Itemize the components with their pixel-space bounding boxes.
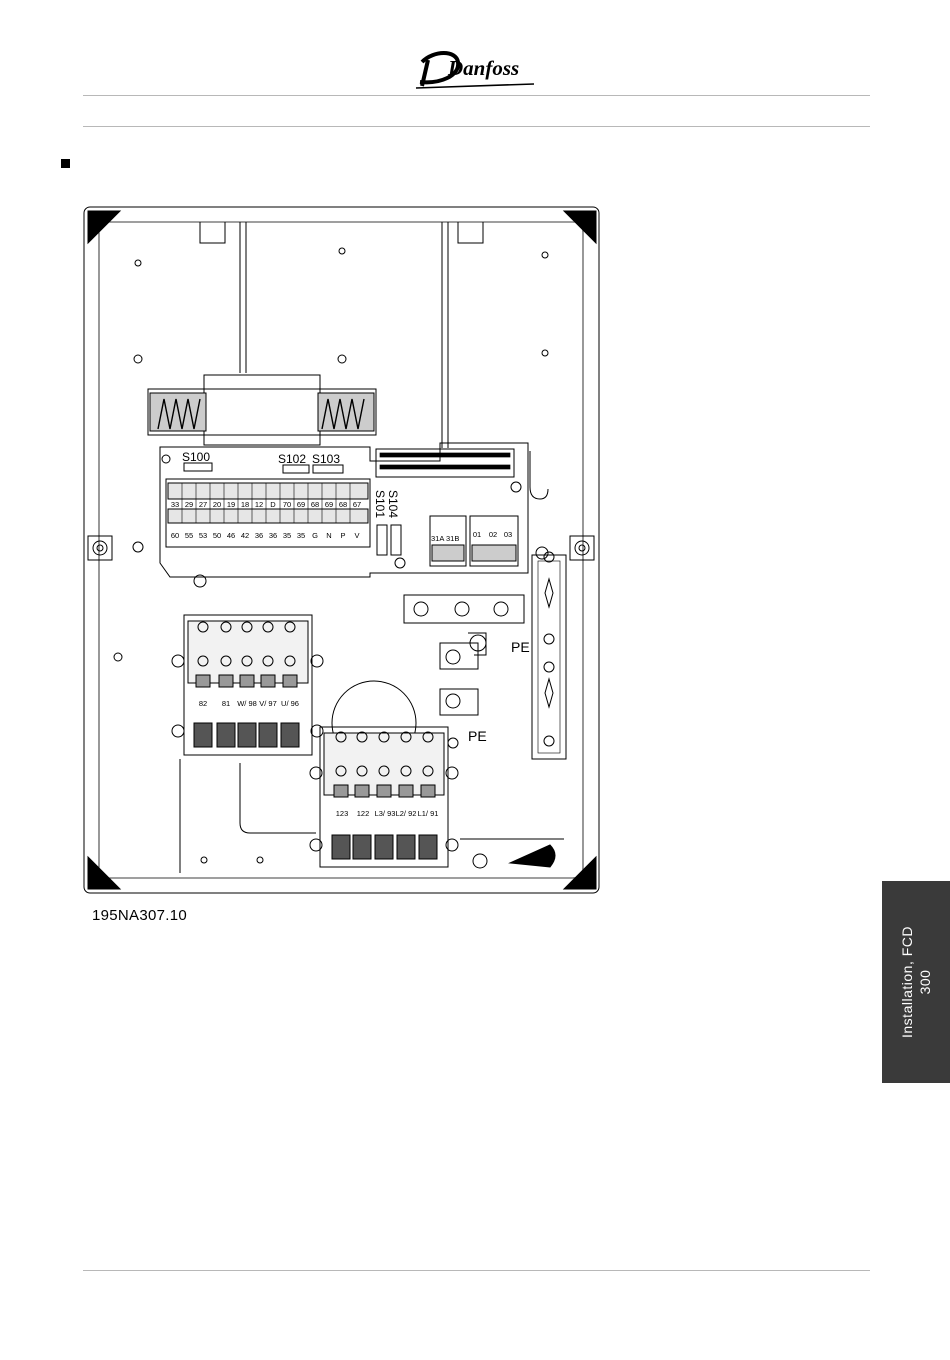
control-terminal-label: 70 — [283, 500, 291, 509]
control-terminal-label: 67 — [353, 500, 361, 509]
chapter-side-tab[interactable]: Installation, FCD 300 — [882, 881, 950, 1083]
control-terminal-label: 55 — [185, 531, 193, 540]
motor-terminal-label: 81 — [222, 699, 230, 708]
control-terminal-label: 60 — [171, 531, 179, 540]
control-terminal-label: 20 — [213, 500, 221, 509]
control-terminal-label: P — [340, 531, 345, 540]
control-terminal-label: 35 — [283, 531, 291, 540]
control-terminal-label: D — [270, 500, 276, 509]
relay-label: 01 — [473, 530, 481, 539]
control-terminal-label: 53 — [199, 531, 207, 540]
control-terminal-label: 18 — [241, 500, 249, 509]
switch-label-s101: S101 — [373, 490, 387, 518]
motor-terminal-label: W/ 98 — [237, 699, 257, 708]
mains-terminal-label: 123 — [336, 809, 349, 818]
switch-label-s100: S100 — [182, 450, 210, 464]
control-terminal-label: 68 — [339, 500, 347, 509]
terminal-layout-drawing: S100 S102 S103 S104 S101 33 29 27 20 19 … — [80, 203, 604, 897]
relay-label: 03 — [504, 530, 512, 539]
mains-terminal-label: L1/ 91 — [418, 809, 439, 818]
pe-label: PE — [468, 728, 487, 744]
control-terminal-label: N — [326, 531, 331, 540]
motor-terminal-label: V/ 97 — [259, 699, 277, 708]
control-terminal-label: 36 — [269, 531, 277, 540]
switch-label-s103: S103 — [312, 452, 340, 466]
section-bullet-icon — [61, 159, 70, 168]
control-terminal-label: 29 — [185, 500, 193, 509]
control-terminal-label: G — [312, 531, 318, 540]
control-terminal-label: 69 — [325, 500, 333, 509]
mains-terminal-label: L3/ 93 — [375, 809, 396, 818]
drawing-code: 195NA307.10 — [92, 907, 187, 924]
relay-label-31a-31b: 31A 31B — [431, 534, 459, 543]
header-rule-top — [83, 95, 870, 96]
brand-text: Danfoss — [447, 56, 519, 80]
control-terminal-label: 33 — [171, 500, 179, 509]
motor-terminal-label: U/ 96 — [281, 699, 299, 708]
control-terminal-label: 36 — [255, 531, 263, 540]
control-terminal-label: V — [354, 531, 359, 540]
danfoss-logo: Danfoss — [412, 42, 538, 92]
control-terminal-label: 68 — [311, 500, 319, 509]
side-tab-label: Installation, FCD 300 — [898, 926, 934, 1038]
control-terminal-label: 50 — [213, 531, 221, 540]
mains-terminal-label: 122 — [357, 809, 370, 818]
pe-label: PE — [511, 639, 530, 655]
control-terminal-label: 35 — [297, 531, 305, 540]
motor-terminal-label: 82 — [199, 699, 207, 708]
control-terminal-label: 42 — [241, 531, 249, 540]
control-terminal-label: 69 — [297, 500, 305, 509]
relay-label: 02 — [489, 530, 497, 539]
control-terminal-label: 46 — [227, 531, 235, 540]
mains-terminal-label: L2/ 92 — [396, 809, 417, 818]
switch-label-s102: S102 — [278, 452, 306, 466]
switch-label-s104: S104 — [386, 490, 400, 518]
footer-rule — [83, 1270, 870, 1271]
control-terminal-label: 12 — [255, 500, 263, 509]
header-rule-bottom — [83, 126, 870, 127]
control-terminal-label: 27 — [199, 500, 207, 509]
control-terminal-label: 19 — [227, 500, 235, 509]
